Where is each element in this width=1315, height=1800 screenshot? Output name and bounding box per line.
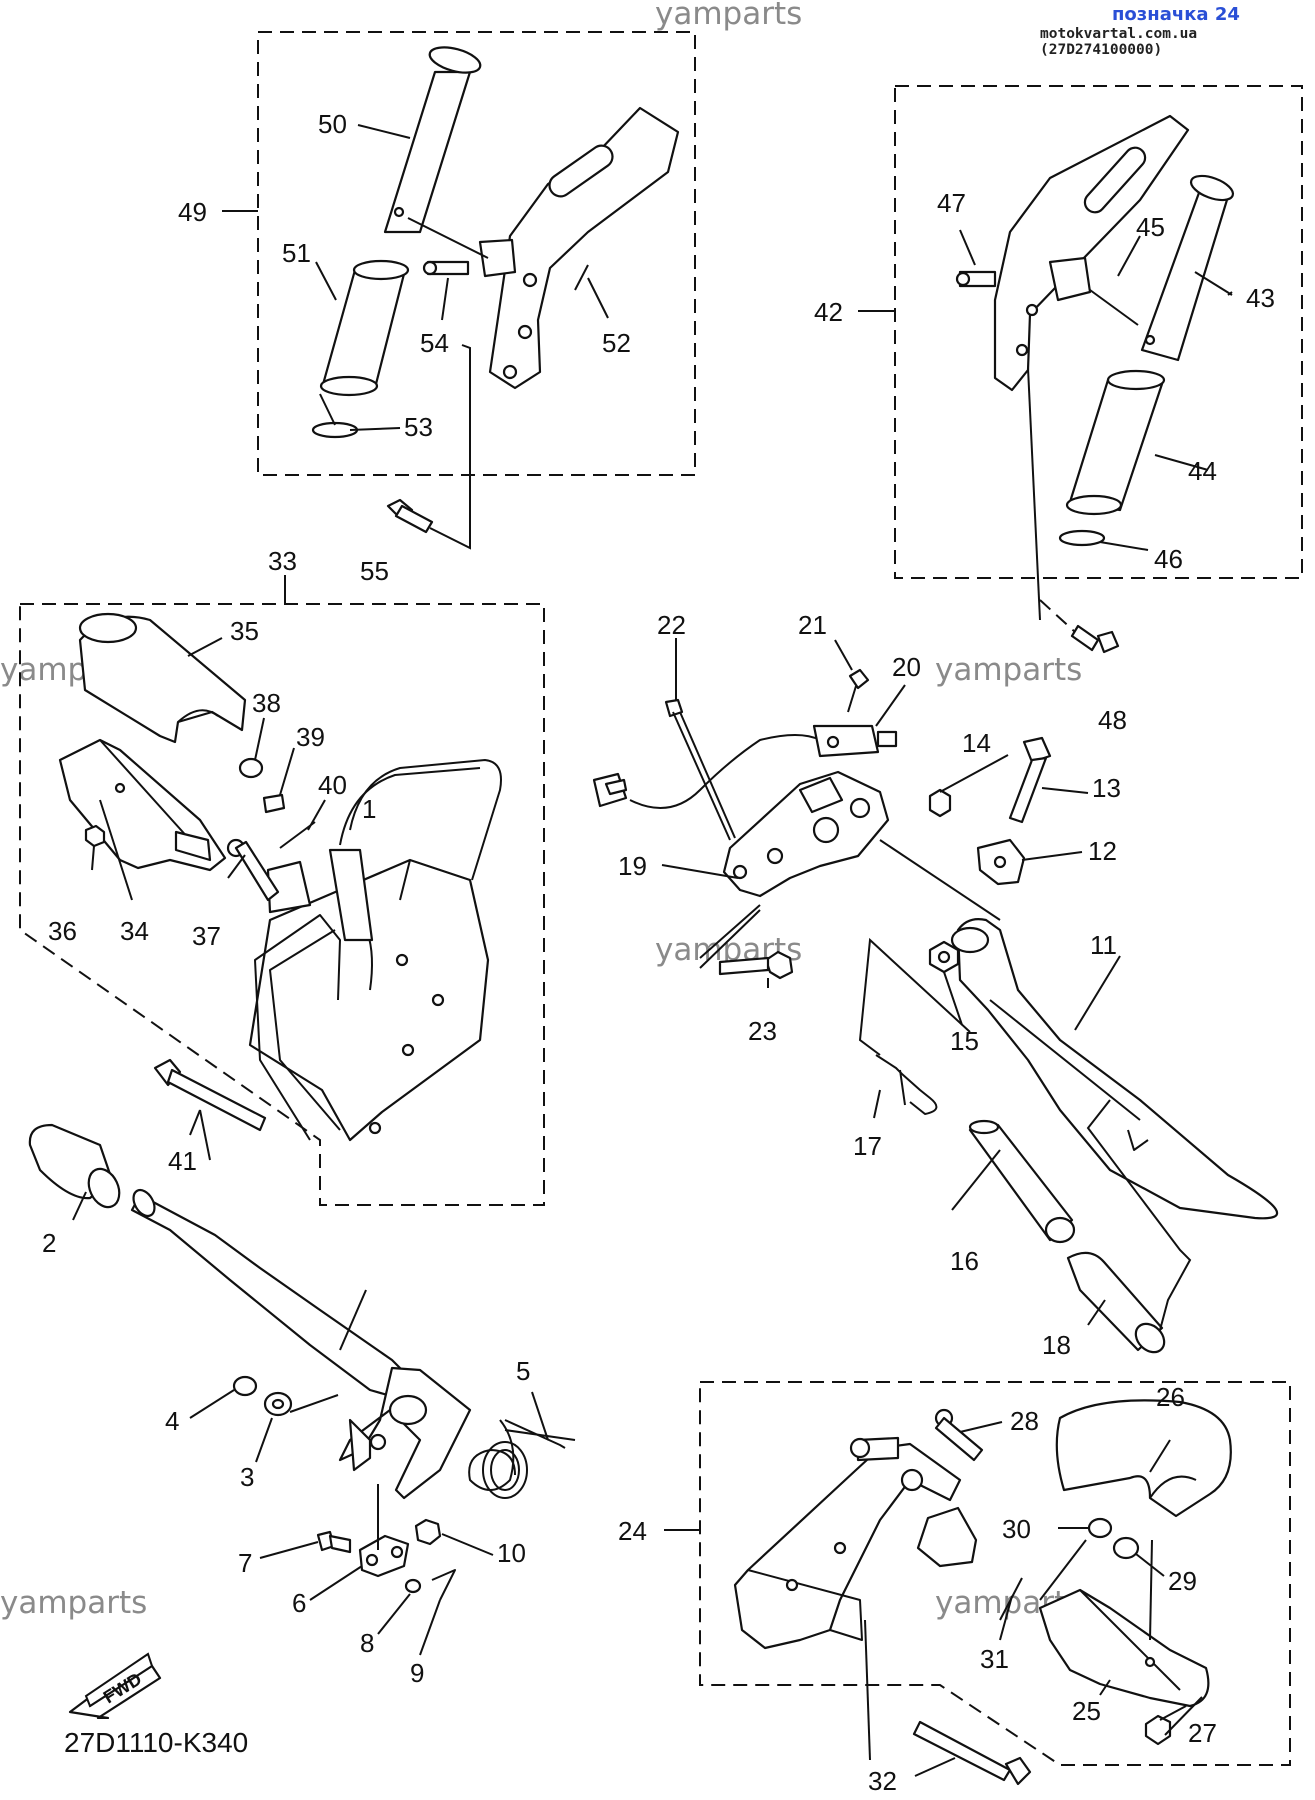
callout-47: 47 <box>937 188 966 218</box>
side-stand-group <box>592 638 1278 1354</box>
callout-50: 50 <box>318 109 347 139</box>
callout-29: 29 <box>1168 1566 1197 1596</box>
callout-7: 7 <box>238 1548 252 1578</box>
callout-39: 39 <box>296 722 325 752</box>
callout-49: 49 <box>178 197 207 227</box>
watermark: yamparts <box>0 1585 148 1621</box>
callout-51: 51 <box>282 238 311 268</box>
callout-19: 19 <box>618 851 647 881</box>
callout-33: 33 <box>268 546 297 576</box>
callout-17: 17 <box>853 1131 882 1161</box>
callout-55: 55 <box>360 556 389 586</box>
callout-26: 26 <box>1156 1382 1185 1412</box>
assembly-49 <box>222 31 696 550</box>
callout-13: 13 <box>1092 773 1121 803</box>
callout-42: 42 <box>814 297 843 327</box>
callout-41: 41 <box>168 1146 197 1176</box>
assembly-24 <box>664 1381 1291 1766</box>
callout-31: 31 <box>980 1644 1009 1674</box>
callout-14: 14 <box>962 728 991 758</box>
callout-18: 18 <box>1042 1330 1071 1360</box>
callout-44: 44 <box>1188 456 1217 486</box>
callout-34: 34 <box>120 916 149 946</box>
callout-35: 35 <box>230 616 259 646</box>
callout-36: 36 <box>48 916 77 946</box>
callout-9: 9 <box>410 1658 424 1688</box>
callout-12: 12 <box>1088 836 1117 866</box>
fwd-arrow-icon: FWD <box>68 1652 162 1719</box>
callout-11: 11 <box>1090 930 1117 960</box>
callout-1: 1 <box>362 794 376 824</box>
callout-16: 16 <box>950 1246 979 1276</box>
callout-20: 20 <box>892 652 921 682</box>
header-title: позначка 24 <box>1112 4 1240 25</box>
bolt-48 <box>1070 624 1120 654</box>
assembly-42 <box>858 85 1303 633</box>
callout-46: 46 <box>1154 544 1183 574</box>
callout-54: 54 <box>420 328 449 358</box>
watermark: yamparts <box>655 0 803 32</box>
callout-52: 52 <box>602 328 631 358</box>
callout-10: 10 <box>497 1538 526 1568</box>
callout-6: 6 <box>292 1588 306 1618</box>
callout-27: 27 <box>1188 1718 1217 1748</box>
callout-37: 37 <box>192 921 221 951</box>
callout-22: 22 <box>657 610 686 640</box>
callout-25: 25 <box>1072 1696 1101 1726</box>
callout-48: 48 <box>1098 705 1127 735</box>
callout-4: 4 <box>165 1406 179 1436</box>
callout-24: 24 <box>618 1516 647 1546</box>
header-source: motokvartal.com.ua (27D274100000) <box>1040 26 1198 58</box>
assembly-33 <box>19 575 545 1206</box>
callout-45: 45 <box>1136 212 1165 242</box>
diagram-code: 27D1110-K340 <box>64 1727 249 1758</box>
bolt-55 <box>386 498 434 534</box>
bolt-41 <box>153 1058 267 1132</box>
callout-38: 38 <box>252 688 281 718</box>
callout-30: 30 <box>1002 1514 1031 1544</box>
callout-21: 21 <box>798 610 827 640</box>
callout-43: 43 <box>1246 283 1275 313</box>
watermark: yamparts <box>935 652 1083 688</box>
callout-32: 32 <box>868 1766 897 1796</box>
shift-lever-group <box>28 1123 576 1656</box>
callout-2: 2 <box>42 1228 56 1258</box>
callout-3: 3 <box>240 1462 254 1492</box>
callout-labels: 1 2 3 4 5 6 7 8 9 10 11 12 13 14 15 16 1… <box>42 109 1275 1796</box>
callout-40: 40 <box>318 770 347 800</box>
callout-28: 28 <box>1010 1406 1039 1436</box>
callout-8: 8 <box>360 1628 374 1658</box>
callout-5: 5 <box>516 1356 530 1386</box>
bolt-32 <box>912 1720 1032 1786</box>
callout-15: 15 <box>950 1026 979 1056</box>
callout-23: 23 <box>748 1016 777 1046</box>
callout-53: 53 <box>404 412 433 442</box>
